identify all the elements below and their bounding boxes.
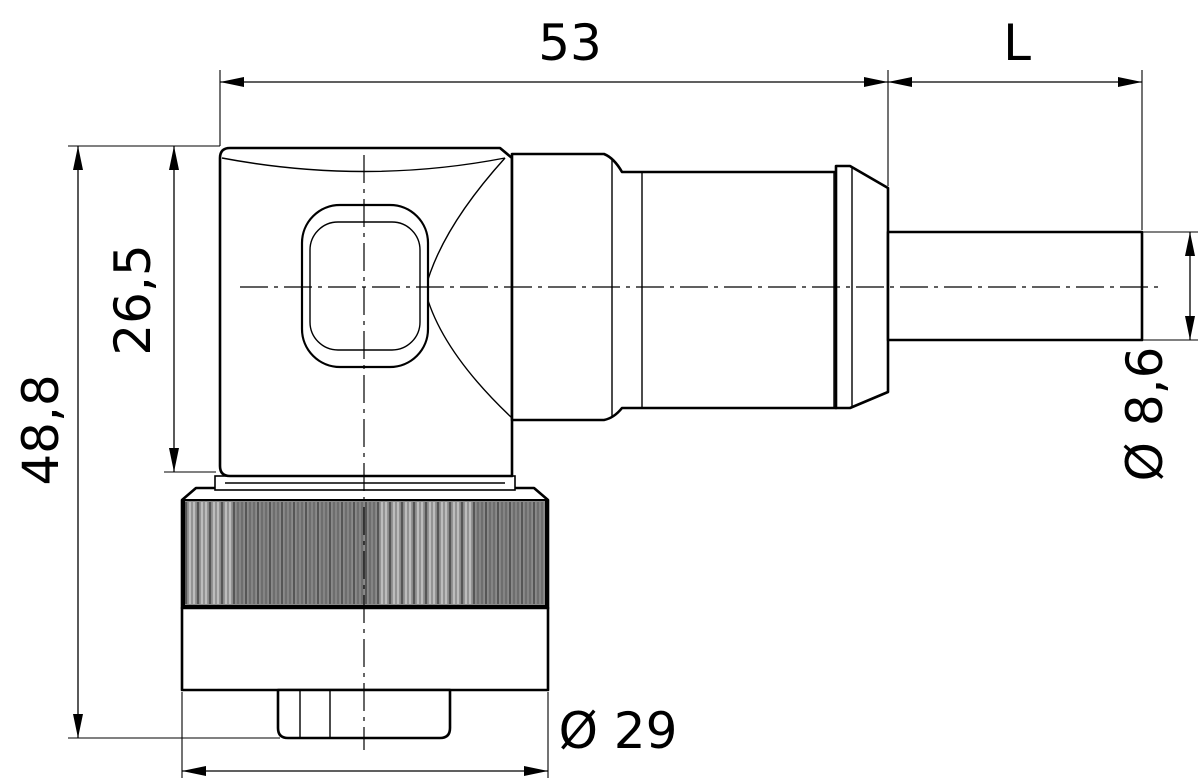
angled-housing [218,146,514,478]
grip-window [300,203,430,369]
dimension-total-height: 48,8 [12,145,280,739]
nut-lower-ring [180,606,550,692]
dimension-cable-length: L [888,14,1143,230]
dimension-body-height: 26,5 [104,146,216,473]
dimension-48-8-label: 48,8 [12,374,70,485]
dimension-29-label: Ø 29 [559,702,678,760]
dimension-L-label: L [1003,14,1031,72]
dimension-overall-length: 53 [219,14,889,186]
dimension-26-5-label: 26,5 [104,244,162,355]
cable [886,230,1144,342]
dimension-53-label: 53 [538,14,602,72]
dimension-nut-diameter: Ø 29 [181,692,678,778]
knurled-coupling-nut [180,475,550,610]
dimension-cable-diameter: Ø 8,6 [1116,231,1198,482]
pin-insert [276,688,452,740]
knurl-pattern [185,502,544,604]
dimension-8-6-label: Ø 8,6 [1116,347,1174,482]
